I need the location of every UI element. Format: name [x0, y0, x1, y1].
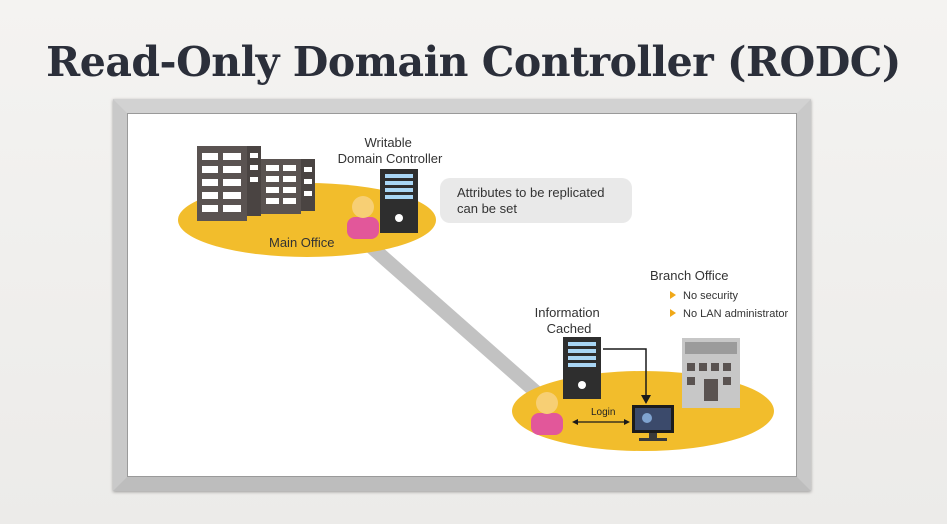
workstation-monitor-icon — [632, 405, 674, 441]
writable-dc-label-line-2: Domain Controller — [338, 151, 443, 166]
callout-text: Attributes to be replicated can be set — [457, 185, 608, 216]
login-label: Login — [591, 407, 615, 418]
wan-link-line — [360, 236, 544, 400]
bullet-arrow-icon — [670, 309, 676, 317]
main-office-user-icon — [347, 196, 379, 239]
callout-text-line-1: Attributes to be replicated — [457, 185, 604, 200]
bullet-arrow-icon — [670, 291, 676, 299]
replication-callout — [440, 178, 632, 223]
branch-bullet-text: No security — [683, 290, 739, 302]
writable-dc-server-icon — [380, 169, 418, 233]
branch-office-user-icon — [531, 392, 563, 435]
login-arrow — [572, 419, 630, 425]
branch-bullet-2: No LAN administrator — [670, 308, 788, 320]
main-office-label: Main Office — [269, 235, 335, 250]
diagram-frame: Main Office Writa — [113, 99, 811, 491]
writable-dc-label: Writable Domain Controller — [338, 135, 443, 166]
branch-office-building-icon — [682, 338, 740, 408]
info-cached-label: Information Cached — [535, 305, 604, 336]
callout-text-line-2: can be set — [457, 201, 517, 216]
cache-arrow-line — [603, 348, 647, 397]
branch-office-label: Branch Office — [650, 268, 729, 283]
writable-dc-label-line-1: Writable — [364, 135, 411, 150]
info-cached-label-line-1: Information — [535, 305, 600, 320]
info-cached-label-line-2: Cached — [547, 321, 592, 336]
main-office-building-icon — [197, 146, 315, 221]
page-title: Read-Only Domain Controller (RODC) — [46, 38, 901, 86]
cache-arrow-head — [641, 395, 651, 404]
branch-bullet-1: No security — [670, 290, 739, 302]
rodc-server-icon — [563, 337, 601, 399]
branch-bullet-text: No LAN administrator — [683, 308, 788, 320]
rodc-diagram: Main Office Writa — [178, 135, 788, 451]
